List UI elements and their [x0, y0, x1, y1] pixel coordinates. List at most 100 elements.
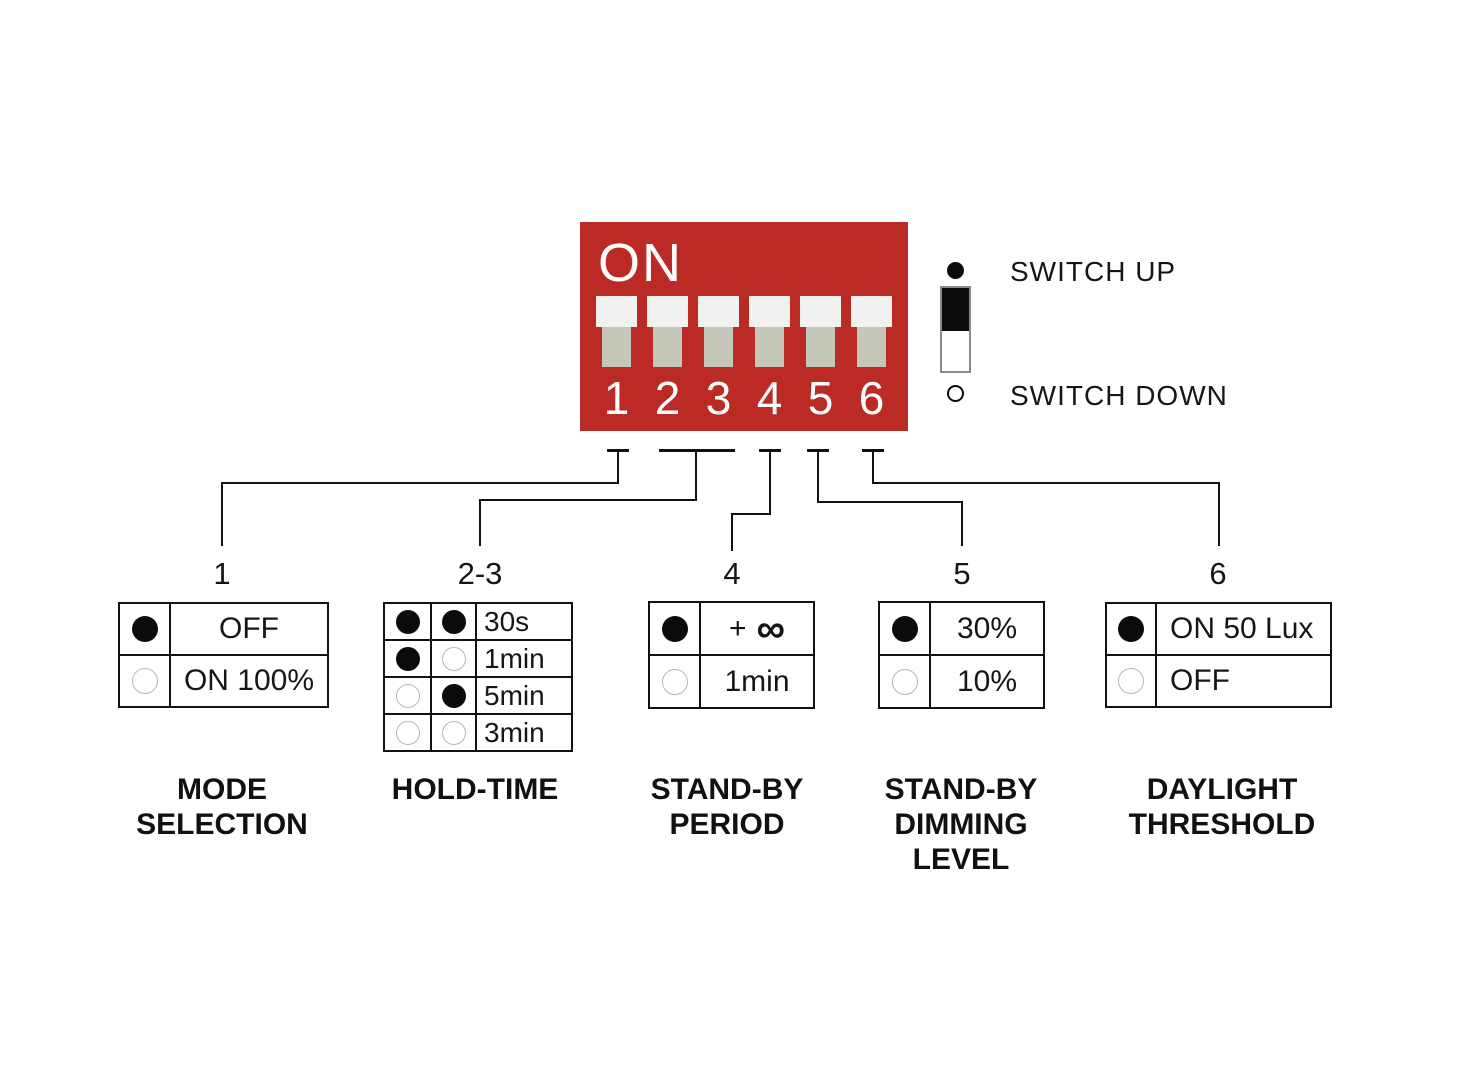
switch-cap — [698, 296, 739, 327]
dip-switch-6 — [851, 296, 892, 367]
switch-row — [596, 296, 892, 367]
switch-state-cell — [880, 656, 929, 707]
legend-switch-down-circle — [947, 385, 964, 402]
switch-down-dot-icon — [661, 668, 688, 695]
table-row: 10% — [880, 654, 1043, 707]
switch-state-cell — [385, 641, 430, 676]
table-row: 1min — [650, 654, 813, 707]
legend-toggle-black-half — [942, 288, 969, 331]
switch-stem — [653, 327, 682, 367]
switch-cap — [647, 296, 688, 327]
group-label-4: 4 — [723, 556, 741, 591]
switch-up-dot-icon — [1118, 616, 1144, 642]
value-cell: 3min — [475, 715, 571, 750]
table-row: OFF — [1107, 654, 1330, 706]
switch-number: 4 — [756, 372, 783, 424]
switch-down-dot-icon — [441, 720, 466, 745]
connector-line-4 — [769, 449, 771, 515]
switch-number: 3 — [705, 372, 732, 424]
table-daylight-threshold: ON 50 Lux OFF — [1105, 602, 1332, 708]
switch-stem — [857, 327, 886, 367]
connector-line-1 — [221, 482, 619, 484]
switch-up-dot-icon — [441, 683, 466, 708]
value-cell: ON 50 Lux — [1155, 604, 1330, 654]
table-row: 3min — [385, 713, 571, 750]
connector-line-5 — [817, 449, 819, 503]
dip-switch-5 — [800, 296, 841, 367]
table-row: 30% — [880, 603, 1043, 654]
on-label: ON — [598, 233, 683, 293]
option-label: 5min — [484, 679, 545, 711]
value-cell: OFF — [169, 604, 327, 654]
connector-line-1 — [617, 449, 619, 484]
switch-state-cell — [650, 603, 699, 654]
switch-up-dot-icon — [661, 615, 688, 642]
switch-cap — [749, 296, 790, 327]
switch-state-cell — [1107, 604, 1155, 654]
switch-up-dot-icon — [395, 646, 420, 671]
switch-state-cell — [385, 604, 430, 639]
switch-state-cell — [430, 715, 475, 750]
connector-line-6 — [1218, 482, 1220, 546]
infinity-icon: ∞ — [756, 606, 786, 651]
group-label-1: 1 — [213, 556, 231, 591]
switch-number: 5 — [807, 372, 834, 424]
switch-state-cell — [880, 603, 929, 654]
option-label: 1min — [724, 664, 790, 698]
switch-number-row: 1 2 3 4 5 6 — [596, 372, 892, 424]
switch-down-dot-icon — [131, 668, 158, 694]
table-row: 30s — [385, 604, 571, 639]
switch-state-cell — [430, 678, 475, 713]
table-standby-period: +∞ 1min — [648, 601, 815, 709]
switch-stem — [704, 327, 733, 367]
value-cell: OFF — [1155, 656, 1330, 706]
switch-up-dot-icon — [441, 609, 466, 634]
option-label: 1min — [484, 642, 545, 674]
switch-down-dot-icon — [395, 720, 420, 745]
switch-down-dot-icon — [441, 646, 466, 671]
switch-state-cell — [120, 656, 169, 706]
switch-stem — [755, 327, 784, 367]
option-label: OFF — [219, 612, 279, 645]
connector-line-6 — [872, 482, 1220, 484]
legend-switch-up-dot — [947, 262, 964, 279]
value-cell: 5min — [475, 678, 571, 713]
switch-number: 6 — [858, 372, 885, 424]
group-label-6: 6 — [1209, 556, 1227, 591]
switch-cap — [596, 296, 637, 327]
switch-cap — [851, 296, 892, 327]
switch-state-cell — [430, 604, 475, 639]
group-label-5: 5 — [953, 556, 971, 591]
plus-sign: + — [728, 611, 747, 645]
legend-switch-up-label: SWITCH UP — [1010, 256, 1177, 287]
dip-switch-4 — [749, 296, 790, 367]
switch-state-cell — [120, 604, 169, 654]
connector-line-2-3 — [479, 499, 697, 501]
connector-line-6 — [872, 449, 874, 484]
caption-hold-time: HOLD-TIME — [391, 773, 559, 806]
value-cell: 10% — [929, 656, 1043, 707]
switch-down-dot-icon — [395, 683, 420, 708]
switch-stem — [602, 327, 631, 367]
switch-state-cell — [385, 715, 430, 750]
value-cell: 30% — [929, 603, 1043, 654]
switch-down-dot-icon — [1118, 668, 1144, 694]
legend-switch-down-label: SWITCH DOWN — [1010, 380, 1228, 411]
connector-line-4 — [731, 513, 733, 551]
table-row: 1min — [385, 639, 571, 676]
value-cell: +∞ — [699, 603, 813, 654]
table-standby-dimming-level: 30% 10% — [878, 601, 1045, 709]
table-hold-time: 30s 1min 5min 3min — [383, 602, 573, 752]
dip-switch-1 — [596, 296, 637, 367]
caption-mode-selection: MODE SELECTION — [136, 773, 308, 841]
switch-number: 1 — [603, 372, 630, 424]
group-label-2-3: 2-3 — [457, 556, 503, 591]
table-row: ON 50 Lux — [1107, 604, 1330, 654]
connector-line-2-3 — [695, 449, 697, 501]
table-mode-selection: OFF ON 100% — [118, 602, 329, 708]
connector-line-5 — [961, 501, 963, 546]
caption-daylight-threshold: DAYLIGHT THRESHOLD — [1128, 773, 1316, 841]
connector-line-4 — [731, 513, 771, 515]
switch-number: 2 — [654, 372, 681, 424]
switch-up-dot-icon — [891, 615, 918, 642]
